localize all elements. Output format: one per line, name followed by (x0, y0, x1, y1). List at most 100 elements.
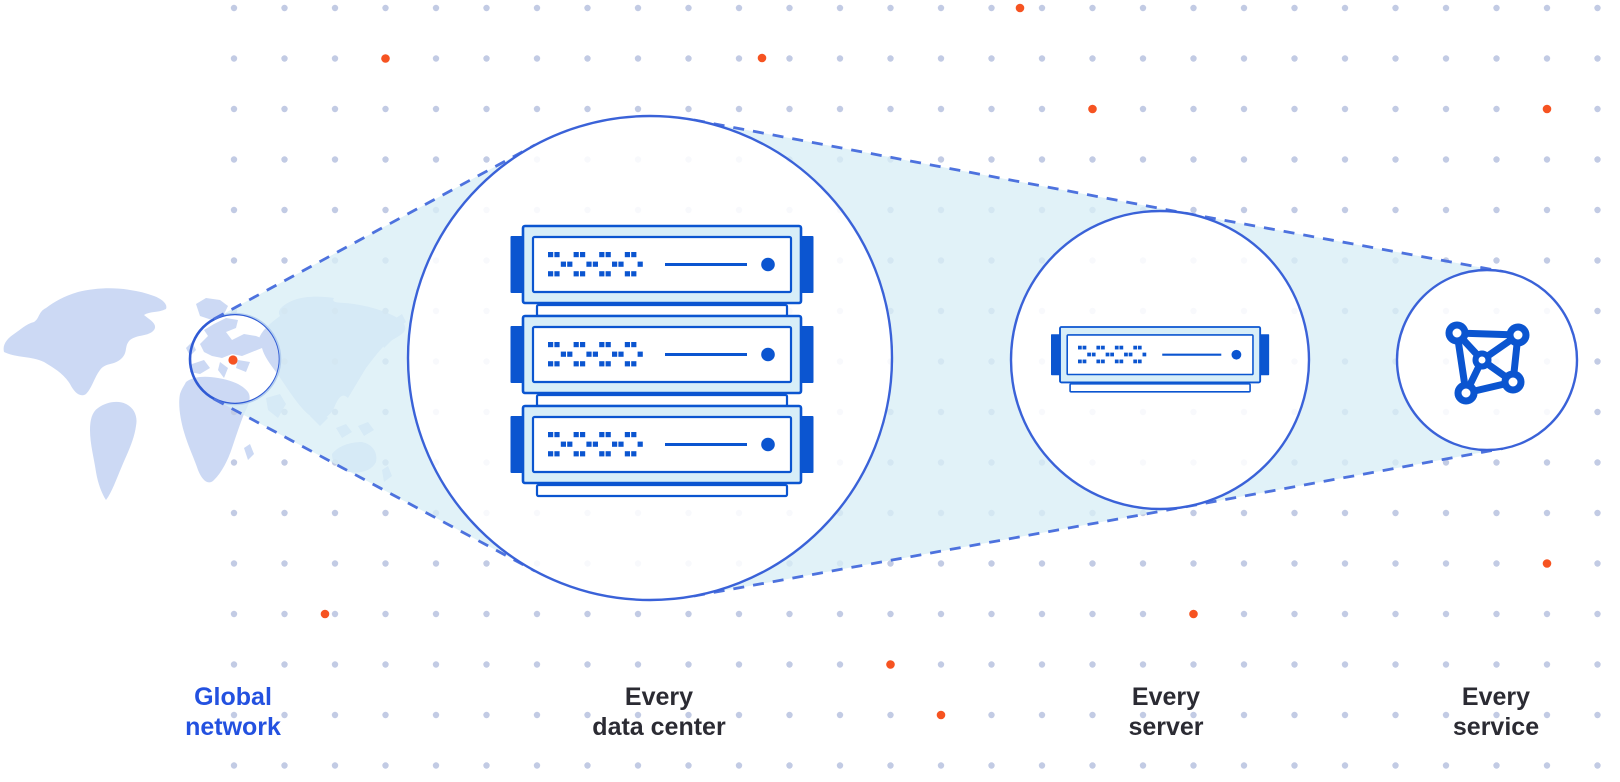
grid-dot (533, 55, 541, 62)
grid-dot (281, 459, 288, 466)
grid-dot (281, 105, 288, 113)
grid-dot (1190, 711, 1197, 719)
pixel-led (637, 261, 643, 267)
grid-dot (1594, 4, 1601, 12)
server-base (535, 303, 789, 318)
grid-dot (887, 762, 894, 769)
pixel-led (599, 432, 605, 438)
server-unit (1051, 326, 1270, 393)
grid-dot (1594, 156, 1601, 163)
grid-dot (1442, 711, 1450, 719)
label-every-data-center: Every data center (592, 683, 726, 741)
grid-dot (1543, 509, 1551, 517)
grid-dot (533, 105, 541, 113)
pixel-led (548, 252, 554, 258)
grid-dot (836, 105, 844, 113)
grid-dot (1190, 105, 1197, 113)
cone-server-to-service (1187, 213, 1503, 507)
pixel-led (599, 361, 605, 367)
server-faceplate (1066, 334, 1254, 376)
island-madagascar (244, 444, 254, 460)
grid-dot (533, 661, 541, 668)
grid-dot (1190, 55, 1197, 62)
grid-dot (786, 610, 793, 618)
rack-ear-left (510, 416, 524, 473)
grid-dot (1543, 4, 1551, 12)
grid-dot (281, 762, 288, 769)
grid-dot (1341, 762, 1349, 769)
dashed-line-upper-left (213, 143, 536, 321)
pixel-led (580, 451, 586, 457)
pixel-led (580, 252, 586, 258)
grid-dot (1493, 156, 1500, 163)
grid-dot (1291, 610, 1298, 618)
grid-dot (331, 711, 339, 719)
pixel-led (573, 342, 579, 348)
pixel-led (599, 342, 605, 348)
pixel-led (1114, 345, 1119, 350)
grid-dot (1594, 358, 1601, 365)
grid-dot (735, 711, 743, 719)
grid-dot (483, 156, 490, 163)
grid-dot (937, 762, 945, 769)
grid-dot (331, 661, 339, 668)
pixel-led (592, 441, 598, 447)
grid-dot (382, 661, 389, 668)
pixel-led (599, 252, 605, 258)
accent-dots (320, 3, 1552, 720)
grid-dot (1493, 105, 1500, 113)
grid-dot (432, 661, 440, 668)
grid-dot (1543, 156, 1551, 163)
pixel-led (560, 351, 566, 357)
grid-dot (887, 105, 894, 113)
grid-dot (786, 762, 793, 769)
grid-dot (836, 55, 844, 62)
pixel-led (605, 342, 611, 348)
grid-dot (937, 4, 945, 12)
pixel-led (624, 342, 630, 348)
pixel-led (624, 271, 630, 277)
grid-dot (1038, 105, 1046, 113)
grid-dot (1341, 661, 1349, 668)
grid-dot (1341, 4, 1349, 12)
pixel-led (548, 342, 554, 348)
grid-dot (1493, 762, 1500, 769)
pixel-led (586, 261, 592, 267)
grid-dot (836, 762, 844, 769)
server-power-dot (1231, 349, 1242, 360)
grid-dot (331, 105, 339, 113)
grid-dot (1442, 55, 1450, 62)
grid-dot (1240, 509, 1248, 517)
grid-dot (1392, 105, 1399, 113)
grid-dot (1240, 560, 1248, 567)
grid-dot (1240, 206, 1248, 214)
grid-dot (937, 55, 945, 62)
grid-dot (281, 4, 288, 12)
grid-dot (1493, 610, 1500, 618)
pixel-led (560, 441, 566, 447)
pixel-led (573, 451, 579, 457)
grid-dot (1038, 156, 1046, 163)
pixel-led (1091, 352, 1096, 357)
grid-dot (634, 4, 642, 12)
pixel-led (612, 351, 618, 357)
pixel-led (612, 441, 618, 447)
grid-dot (331, 4, 339, 12)
grid-dot (1594, 711, 1601, 719)
grid-dot (988, 711, 995, 719)
grid-dot (1291, 206, 1298, 214)
grid-dot (1392, 206, 1399, 214)
server-base (1069, 383, 1251, 393)
accent-dot (1015, 3, 1025, 13)
server-faceplate (531, 415, 793, 474)
grid-dot (1139, 4, 1147, 12)
grid-dot (483, 711, 490, 719)
pixel-led (554, 361, 560, 367)
grid-dot (1240, 156, 1248, 163)
grid-dot (331, 762, 339, 769)
grid-dot (988, 156, 995, 163)
grid-dot (1442, 156, 1450, 163)
grid-dot (1139, 560, 1147, 567)
grid-dot (1442, 509, 1450, 517)
